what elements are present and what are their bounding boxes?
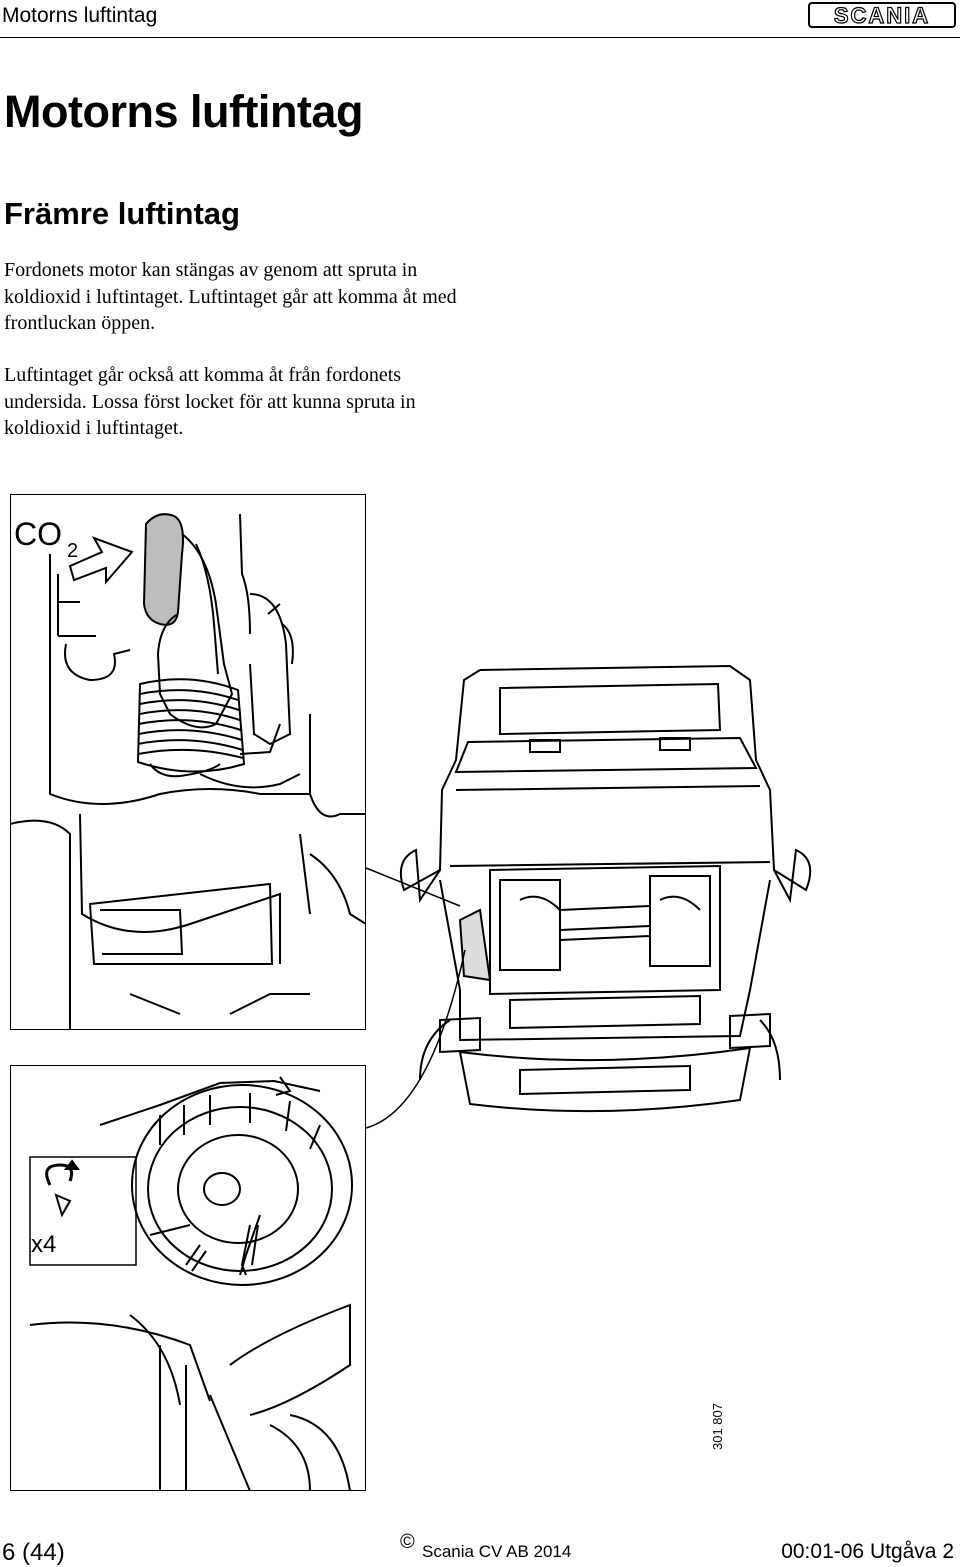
co2-subscript: 2 <box>67 540 79 562</box>
copyright-text: Scania CV AB 2014 <box>422 1542 572 1561</box>
copyright-icon: © <box>400 1531 415 1553</box>
header-rule <box>0 37 960 38</box>
section-title: Främre luftintag <box>4 196 240 231</box>
page-title: Motorns luftintag <box>4 86 363 137</box>
paragraph-intro: Fordonets motor kan stängas av genom att… <box>4 259 457 334</box>
page-number: 6 (44) <box>2 1539 65 1566</box>
scania-logo: SCANIA <box>808 2 956 28</box>
svg-text:SCANIA: SCANIA <box>834 3 930 28</box>
paragraph-underside: Luftintaget går också att komma åt från … <box>4 364 416 439</box>
air-filter-underside-illustration <box>10 1065 366 1491</box>
x4-label: x4 <box>31 1231 57 1258</box>
page-header: Motorns luftintag SCANIA <box>0 0 960 38</box>
truck-front-illustration <box>400 664 812 1113</box>
co2-label: CO <box>14 516 62 552</box>
figure-number: 301 807 <box>710 1403 725 1450</box>
page-footer: 6 (44) © Scania CV AB 2014 00:01-06 Utgå… <box>0 1531 960 1566</box>
air-intake-illustration <box>10 494 366 1030</box>
edition-text: 00:01-06 Utgåva 2 <box>781 1540 954 1563</box>
running-title: Motorns luftintag <box>2 4 158 27</box>
